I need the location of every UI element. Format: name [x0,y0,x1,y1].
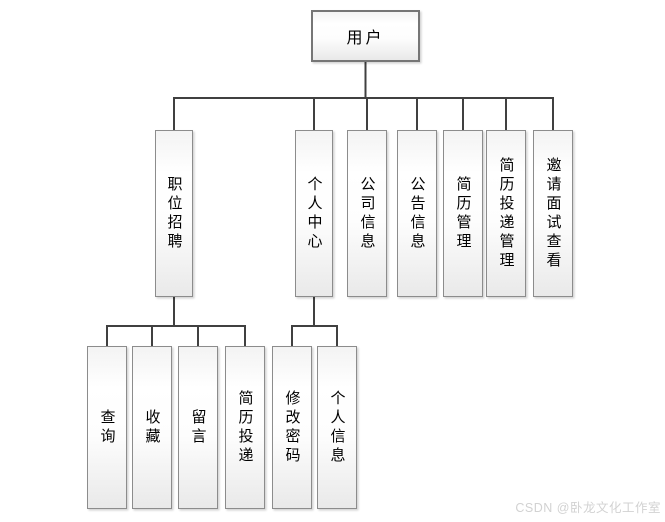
node-interview-invitation-view: 邀请面试查看 [533,130,573,297]
node-label: 个人中心 [305,175,323,252]
node-label: 收藏 [143,408,161,447]
node-label: 修改密码 [283,389,301,466]
node-change-password: 修改密码 [272,346,312,509]
node-label: 简历投递管理 [497,156,515,271]
node-resume-management: 简历管理 [443,130,483,297]
node-personal-center: 个人中心 [295,130,333,297]
node-message: 留言 [178,346,218,509]
watermark: CSDN @卧龙文化工作室 [515,501,661,515]
node-label: 公告信息 [408,175,426,252]
node-favorites: 收藏 [132,346,172,509]
node-label: 公司信息 [358,175,376,252]
node-label: 留言 [189,408,207,447]
node-company-info: 公司信息 [347,130,387,297]
node-label: 简历管理 [454,175,472,252]
node-query: 查询 [87,346,127,509]
node-label: 个人信息 [328,389,346,466]
node-job-recruitment: 职位招聘 [155,130,193,297]
node-announcement-info: 公告信息 [397,130,437,297]
node-label: 用户 [346,30,385,47]
node-resume-delivery: 简历投递 [225,346,265,509]
node-label: 查询 [98,408,116,447]
node-user: 用户 [311,10,420,62]
node-label: 职位招聘 [165,175,183,252]
node-personal-info: 个人信息 [317,346,357,509]
node-resume-delivery-management: 简历投递管理 [486,130,526,297]
node-label: 邀请面试查看 [544,156,562,271]
node-label: 简历投递 [236,389,254,466]
